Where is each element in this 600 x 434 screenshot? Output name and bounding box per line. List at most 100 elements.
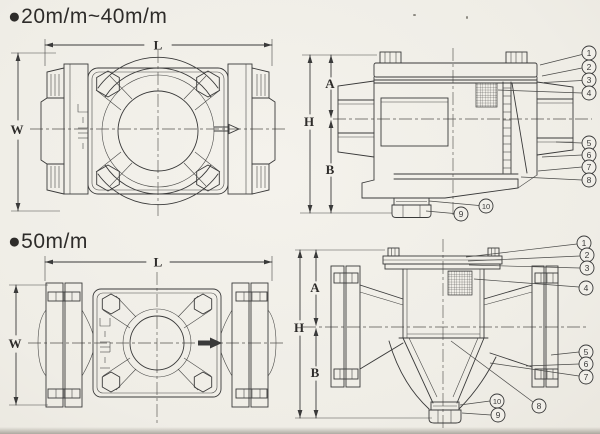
flange-bolt: [235, 291, 268, 302]
flange-bolt: [534, 272, 559, 284]
dim-label-B: B: [311, 365, 320, 380]
front-view-20-40mm: L W: [11, 38, 288, 216]
callout-number: 6: [584, 359, 589, 369]
cover-bolt: [387, 247, 400, 257]
callout-2: 2: [579, 247, 595, 263]
callout-number: 1: [582, 238, 587, 248]
dim-label-H: H: [304, 114, 314, 129]
strainer-screen: [475, 81, 528, 174]
callout-3: 3: [581, 72, 597, 88]
dimension-L: L: [44, 38, 273, 66]
side-view-20-40mm: H A B: [300, 45, 597, 222]
left-flange: [37, 282, 94, 408]
dim-label-W: W: [9, 336, 22, 351]
inlet-socket: [337, 80, 375, 158]
cover-bolt: [487, 247, 500, 257]
callout-3: 3: [579, 260, 595, 276]
dim-label-L: L: [154, 38, 163, 53]
flow-direction-arrow: [198, 337, 222, 349]
callout-9: 9: [490, 407, 506, 423]
valve-body-front: [77, 56, 229, 206]
callout-number: 4: [587, 88, 592, 98]
funnel-sump: [388, 337, 497, 424]
right-flange: [483, 265, 559, 388]
cover-lid: [373, 51, 538, 84]
drain-plug: [428, 401, 462, 424]
dimension-H: H: [294, 249, 304, 419]
callout-number: 8: [537, 401, 542, 411]
callout-6: 6: [578, 356, 594, 372]
callout-8: 8: [581, 172, 597, 188]
dim-label-H: H: [294, 320, 304, 335]
callout-7: 7: [581, 159, 597, 175]
cover-bolt: [505, 51, 528, 64]
dim-label-A: A: [325, 76, 335, 91]
valve-body-section: [361, 76, 538, 199]
callout-number: 2: [587, 62, 592, 72]
callout-5: 5: [581, 135, 597, 151]
dimension-A: A: [310, 249, 320, 326]
screen-cage-rungs: [503, 87, 511, 169]
callout-number: 7: [587, 162, 592, 172]
dim-label-A: A: [310, 280, 320, 295]
front-view-50mm: L W: [9, 255, 285, 426]
corner-bolt-hex: [96, 70, 220, 192]
outlet-socket: [536, 81, 574, 156]
valve-body-section: [398, 268, 489, 339]
dimension-L: L: [44, 255, 273, 281]
callout-number: 5: [587, 138, 592, 148]
callout-number: 3: [585, 263, 590, 273]
callout-number: 3: [587, 75, 592, 85]
callout-number: 9: [496, 410, 501, 420]
callout-9: 9: [453, 206, 469, 222]
callout-8: 8: [531, 398, 547, 414]
flange-bolt: [235, 388, 268, 399]
callout-4: 4: [578, 280, 594, 296]
callout-number: 8: [587, 175, 592, 185]
callout-number: 10: [482, 202, 490, 211]
brand-mark-icon: [99, 318, 111, 369]
callouts: 1 2 3 4 5 6 7 8 9 10: [450, 235, 595, 423]
left-threaded-end: [40, 63, 89, 195]
callout-10: 10: [489, 393, 505, 409]
dimension-H: H: [304, 54, 314, 214]
callout-number: 7: [584, 372, 589, 382]
callout-number: 1: [587, 48, 592, 58]
corner-bolt-hex: [101, 293, 213, 393]
scan-speck: [466, 16, 468, 19]
dim-label-B: B: [326, 162, 335, 177]
strainer-screen: [447, 270, 473, 296]
flow-direction-arrow: [213, 123, 241, 135]
dimension-W: W: [9, 284, 48, 406]
scan-shadow: [0, 427, 600, 434]
callout-4: 4: [581, 85, 597, 101]
cover-bolt: [379, 51, 402, 64]
callouts: 1 2 3 4 5 6 7 8 9 10: [425, 45, 597, 222]
section-title-20-40mm: ●20m/m~40m/m: [8, 5, 168, 28]
valve-body-front: [92, 288, 222, 398]
dimension-A: A: [325, 54, 335, 118]
callout-number: 9: [459, 209, 464, 219]
flange-bolt: [534, 368, 559, 380]
drain-plug: [391, 197, 432, 218]
dimension-B: B: [311, 328, 320, 419]
callout-10: 10: [478, 198, 494, 214]
callout-number: 2: [585, 250, 590, 260]
flange-bolt: [333, 368, 359, 380]
callout-number: 10: [493, 397, 501, 406]
callout-1: 1: [581, 45, 597, 61]
flange-bolt: [47, 291, 81, 302]
scan-speck: [413, 14, 416, 16]
section-title-50mm: ●50m/m: [8, 230, 88, 253]
dim-label-W: W: [11, 122, 24, 137]
dimension-W: W: [11, 52, 60, 212]
callout-number: 5: [584, 347, 589, 357]
callout-2: 2: [581, 59, 597, 75]
right-threaded-end: [227, 63, 276, 195]
flange-bolt: [47, 388, 81, 399]
callout-7: 7: [578, 369, 594, 385]
brand-mark-icon: [77, 104, 89, 149]
dim-label-L: L: [154, 255, 163, 270]
callout-number: 6: [587, 150, 592, 160]
flange-bolt: [333, 272, 359, 284]
